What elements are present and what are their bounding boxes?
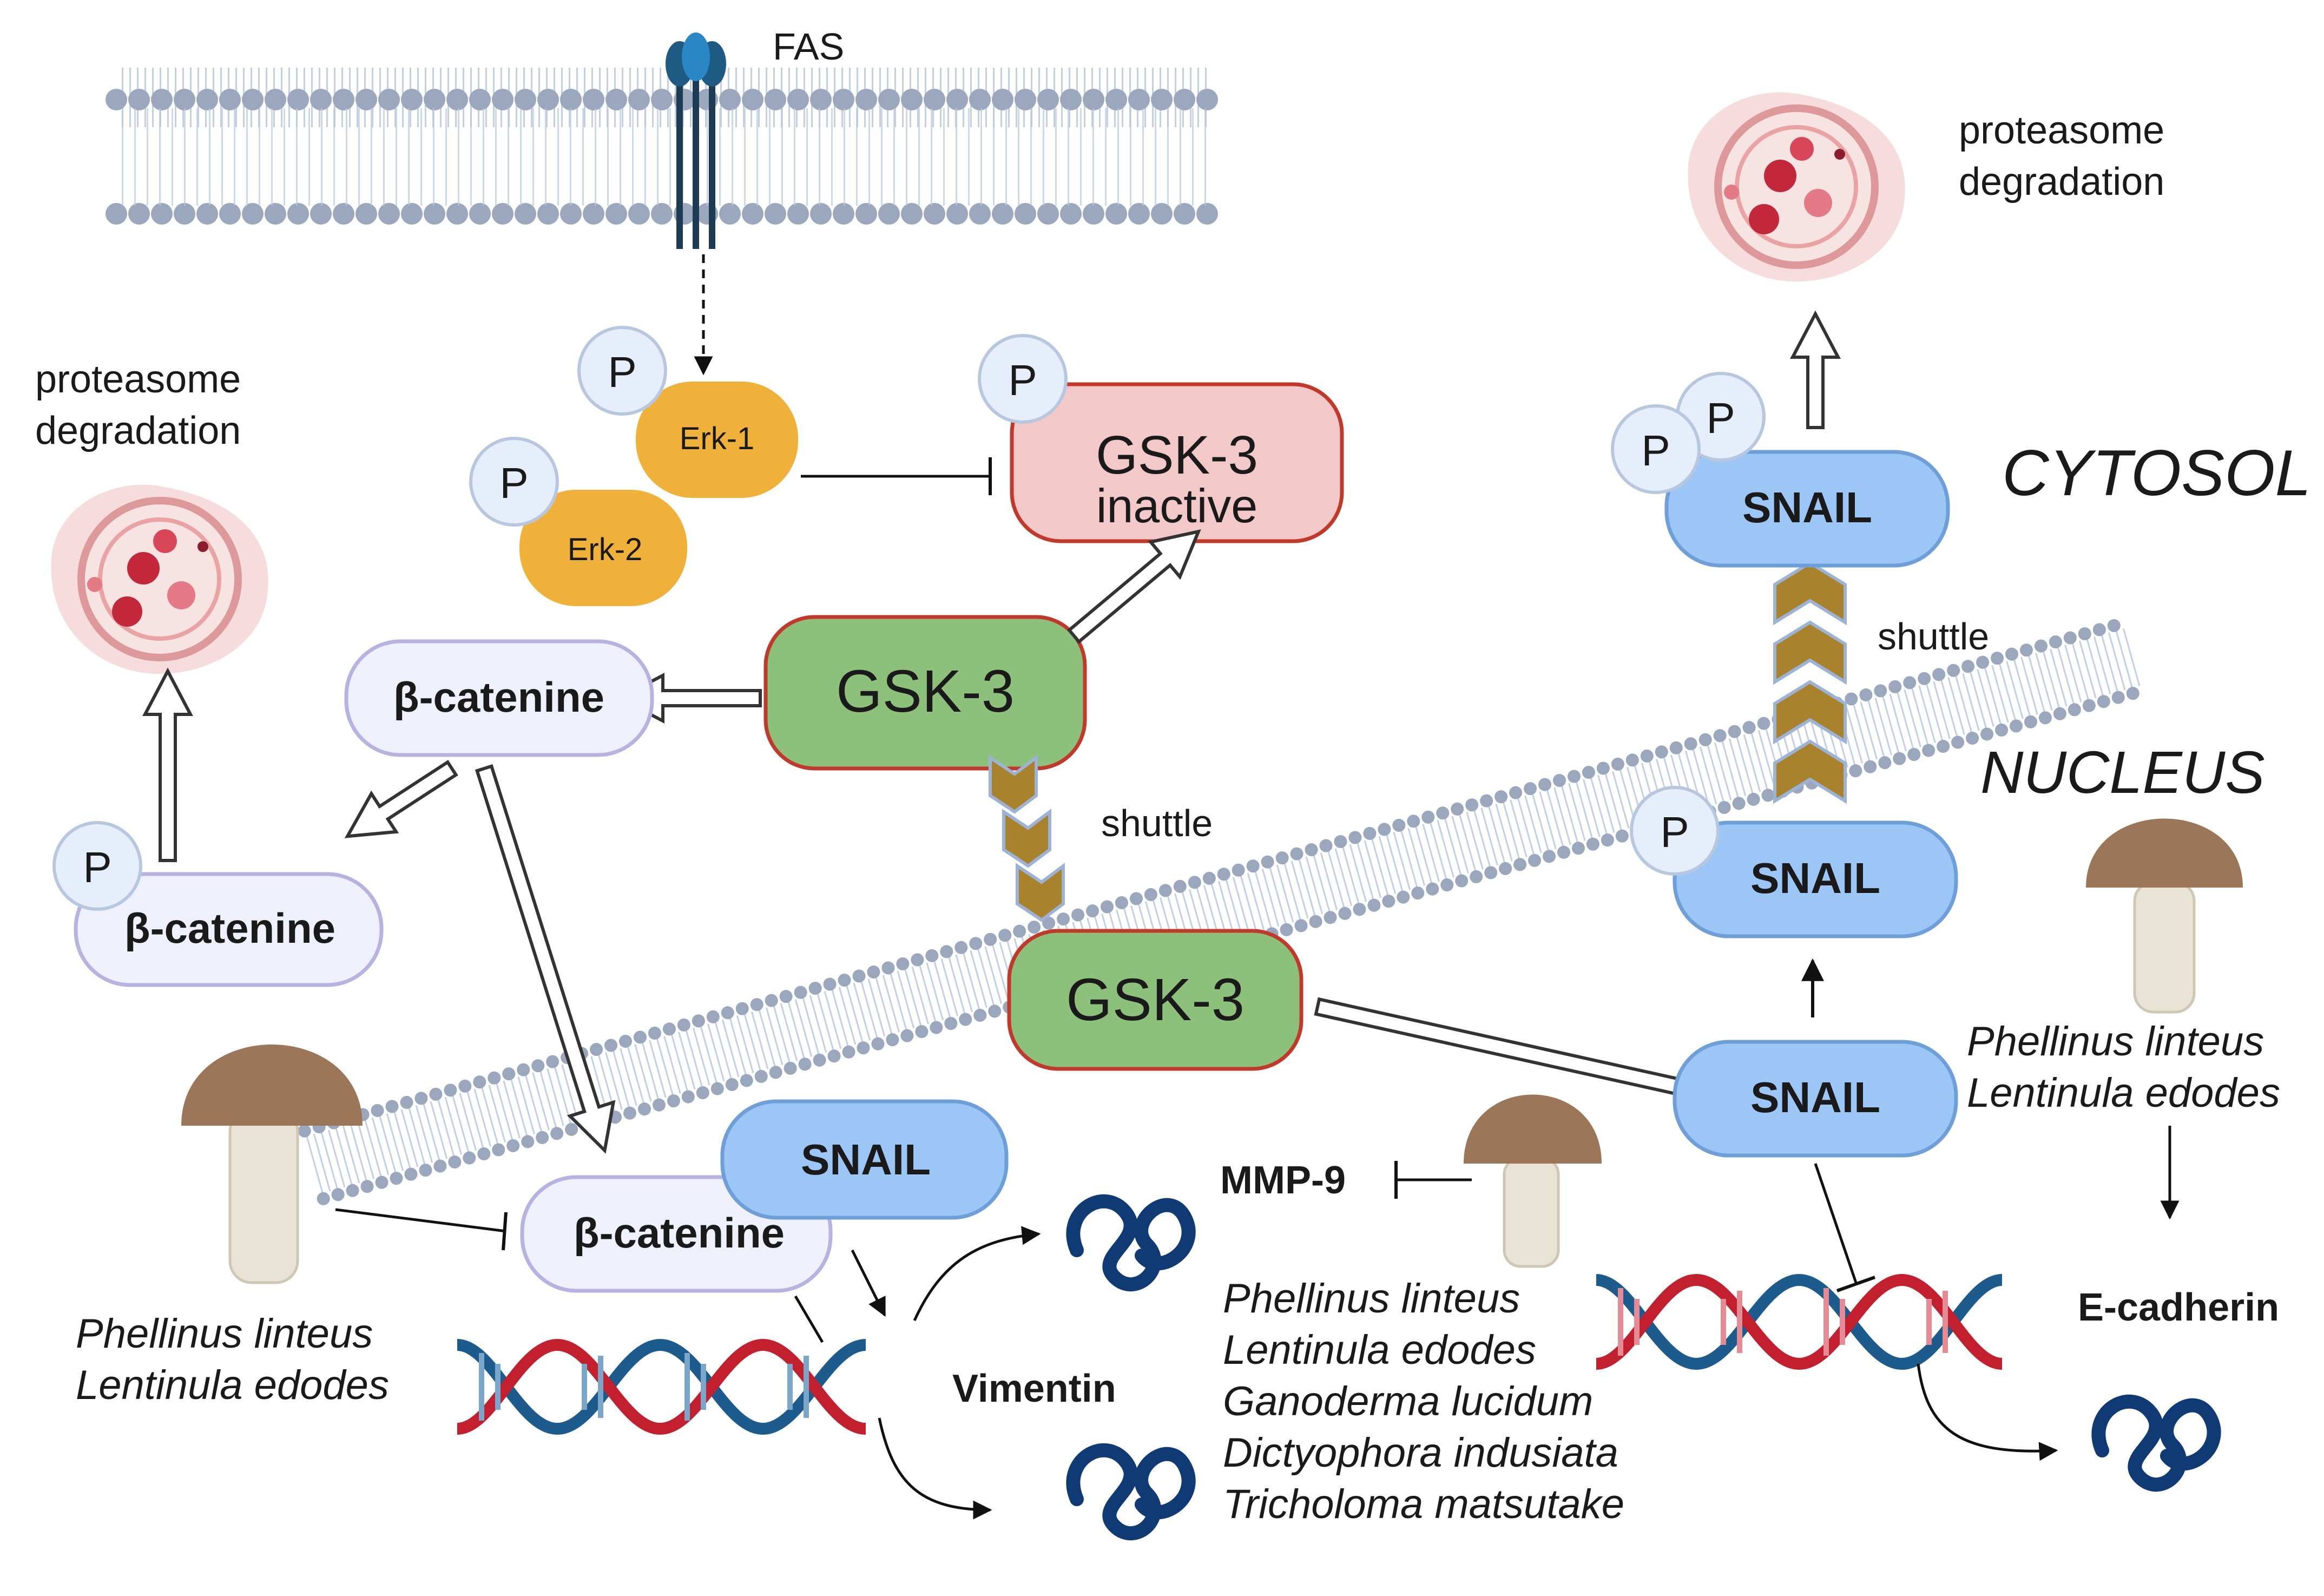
gsk3-nucleus-node: GSK-3 xyxy=(1007,929,1303,1071)
beta-catenine-cytosol-node: β-catenine xyxy=(344,639,654,757)
mmp9-label: MMP-9 xyxy=(1220,1159,1346,1202)
vimentin-label: Vimentin xyxy=(952,1367,1116,1410)
species-list-center: Phellinus linteus Lentinula edodes Ganod… xyxy=(1223,1276,1624,1527)
svg-text:Phellinus linteus: Phellinus linteus xyxy=(76,1311,373,1357)
proteasome-label-left-1: proteasome xyxy=(35,358,241,401)
svg-text:P: P xyxy=(1641,426,1670,475)
gsk3-cytosol-node: GSK-3 xyxy=(763,615,1087,771)
svg-text:Phellinus linteus: Phellinus linteus xyxy=(1967,1019,2264,1065)
svg-text:P: P xyxy=(1706,394,1735,442)
phospho-gsk3: P xyxy=(978,334,1068,424)
phospho-snail-cytosol-2: P xyxy=(1611,404,1701,494)
vimentin-protein-icon-top xyxy=(1066,1194,1196,1291)
dna-to-vimentin-arrow-top xyxy=(913,1226,1041,1322)
cytosol-label: CYTOSOL xyxy=(2002,437,2311,509)
snail-to-proteasome-arrow xyxy=(1790,310,1841,429)
phospho-snail-nucleus: P xyxy=(1630,786,1720,876)
svg-text:Phellinus linteus: Phellinus linteus xyxy=(1223,1276,1520,1322)
svg-text:GSK-3: GSK-3 xyxy=(836,658,1015,725)
fas-label: FAS xyxy=(773,25,844,68)
gsk3-shuttle-chevrons xyxy=(989,754,1065,922)
svg-text:P: P xyxy=(1660,808,1689,856)
dna-to-vimentin-arrow-bottom xyxy=(878,1417,992,1520)
proteasome-label-right-2: degradation xyxy=(1959,160,2164,203)
proteasome-icon-right xyxy=(1688,92,1905,282)
ecadherin-protein-icon xyxy=(2091,1394,2221,1492)
proteasome-label-left-2: degradation xyxy=(35,409,241,452)
erk1-node: Erk-1 xyxy=(636,382,798,498)
e-cadherin-label: E-cadherin xyxy=(2078,1286,2279,1329)
phospho-erk2: P xyxy=(469,437,559,527)
svg-text:GSK-3: GSK-3 xyxy=(1096,425,1258,485)
svg-text:Dictyophora indusiata: Dictyophora indusiata xyxy=(1223,1430,1618,1476)
svg-text:P: P xyxy=(608,348,636,396)
svg-text:Erk-1: Erk-1 xyxy=(680,421,755,456)
species-list-right: Phellinus linteus Lentinula edodes xyxy=(1967,1019,2280,1116)
gsk3-to-inactive-arrow xyxy=(1066,529,1201,644)
svg-text:Lentinula edodes: Lentinula edodes xyxy=(1967,1070,2280,1116)
snail-inhibits-dna xyxy=(1814,1163,1876,1292)
snail-phospho-nucleus-node: SNAIL xyxy=(1673,820,1958,938)
complex-to-dna-arrow xyxy=(851,1249,886,1317)
snail-complex-node: SNAIL xyxy=(720,1099,1009,1220)
svg-text:Lentinula edodes: Lentinula edodes xyxy=(1223,1327,1536,1373)
proteasome-label-right-1: proteasome xyxy=(1959,109,2164,152)
phospho-beta-catenine: P xyxy=(52,821,142,911)
svg-text:SNAIL: SNAIL xyxy=(1750,1073,1880,1121)
dna-to-ecadherin-arrow xyxy=(1917,1363,2058,1461)
svg-text:Erk-2: Erk-2 xyxy=(568,532,643,567)
svg-text:GSK-3: GSK-3 xyxy=(1066,967,1245,1033)
phospho-to-proteasome-arrow-left xyxy=(142,667,193,862)
svg-text:inactive: inactive xyxy=(1096,479,1258,533)
erk2-node: Erk-2 xyxy=(519,490,687,606)
complex-to-dna-arrow-2 xyxy=(794,1295,824,1343)
svg-text:β-catenine: β-catenine xyxy=(124,904,335,952)
dna-helix-right xyxy=(1595,1273,2003,1370)
nucleus-label: NUCLEUS xyxy=(1980,739,2265,806)
svg-text:Ganoderma lucidum: Ganoderma lucidum xyxy=(1223,1378,1593,1424)
vimentin-protein-icon-bottom xyxy=(1066,1443,1196,1540)
svg-text:SNAIL: SNAIL xyxy=(801,1135,931,1184)
svg-text:Tricholoma matsutake: Tricholoma matsutake xyxy=(1223,1481,1624,1527)
mushroom-inhibits-complex xyxy=(335,1208,508,1251)
snail-nucleus-node: SNAIL xyxy=(1673,1040,1958,1158)
svg-text:P: P xyxy=(83,843,111,891)
shuttle-label-snail: shuttle xyxy=(1878,615,1989,658)
beta-catenine-to-phospho-arrow xyxy=(344,760,458,838)
svg-text:β-catenine: β-catenine xyxy=(574,1209,785,1257)
fas-receptor xyxy=(666,32,726,249)
mushroom-icon-right xyxy=(2086,818,2243,1014)
mushroom-icon-center xyxy=(1464,1094,1602,1268)
plasma-membrane xyxy=(106,68,1226,225)
svg-text:β-catenine: β-catenine xyxy=(393,673,604,721)
species-list-left: Phellinus linteus Lentinula edodes xyxy=(76,1311,389,1408)
shuttle-label-gsk3: shuttle xyxy=(1101,802,1213,844)
phospho-erk1: P xyxy=(577,326,667,416)
snail-cytosol-node: SNAIL xyxy=(1664,450,1950,568)
svg-text:P: P xyxy=(1008,356,1037,404)
snail-shuttle-chevrons xyxy=(1773,561,1847,804)
gsk3-inactive-node: GSK-3 inactive xyxy=(1010,382,1344,543)
svg-text:P: P xyxy=(499,459,528,507)
svg-text:SNAIL: SNAIL xyxy=(1742,483,1872,531)
mushroom-icon-left xyxy=(181,1045,363,1284)
proteasome-icon-left xyxy=(51,484,268,674)
beta-catenine-phospho-node: β-catenine xyxy=(74,872,384,987)
dna-helix-left xyxy=(456,1338,867,1435)
beta-catenine-to-nucleus-arrow xyxy=(475,764,616,1154)
erk-inhibits-gsk3 xyxy=(801,457,992,495)
svg-text:SNAIL: SNAIL xyxy=(1750,854,1880,902)
svg-text:Lentinula edodes: Lentinula edodes xyxy=(76,1362,389,1408)
mushroom-inhibits-mmp9 xyxy=(1394,1161,1472,1199)
